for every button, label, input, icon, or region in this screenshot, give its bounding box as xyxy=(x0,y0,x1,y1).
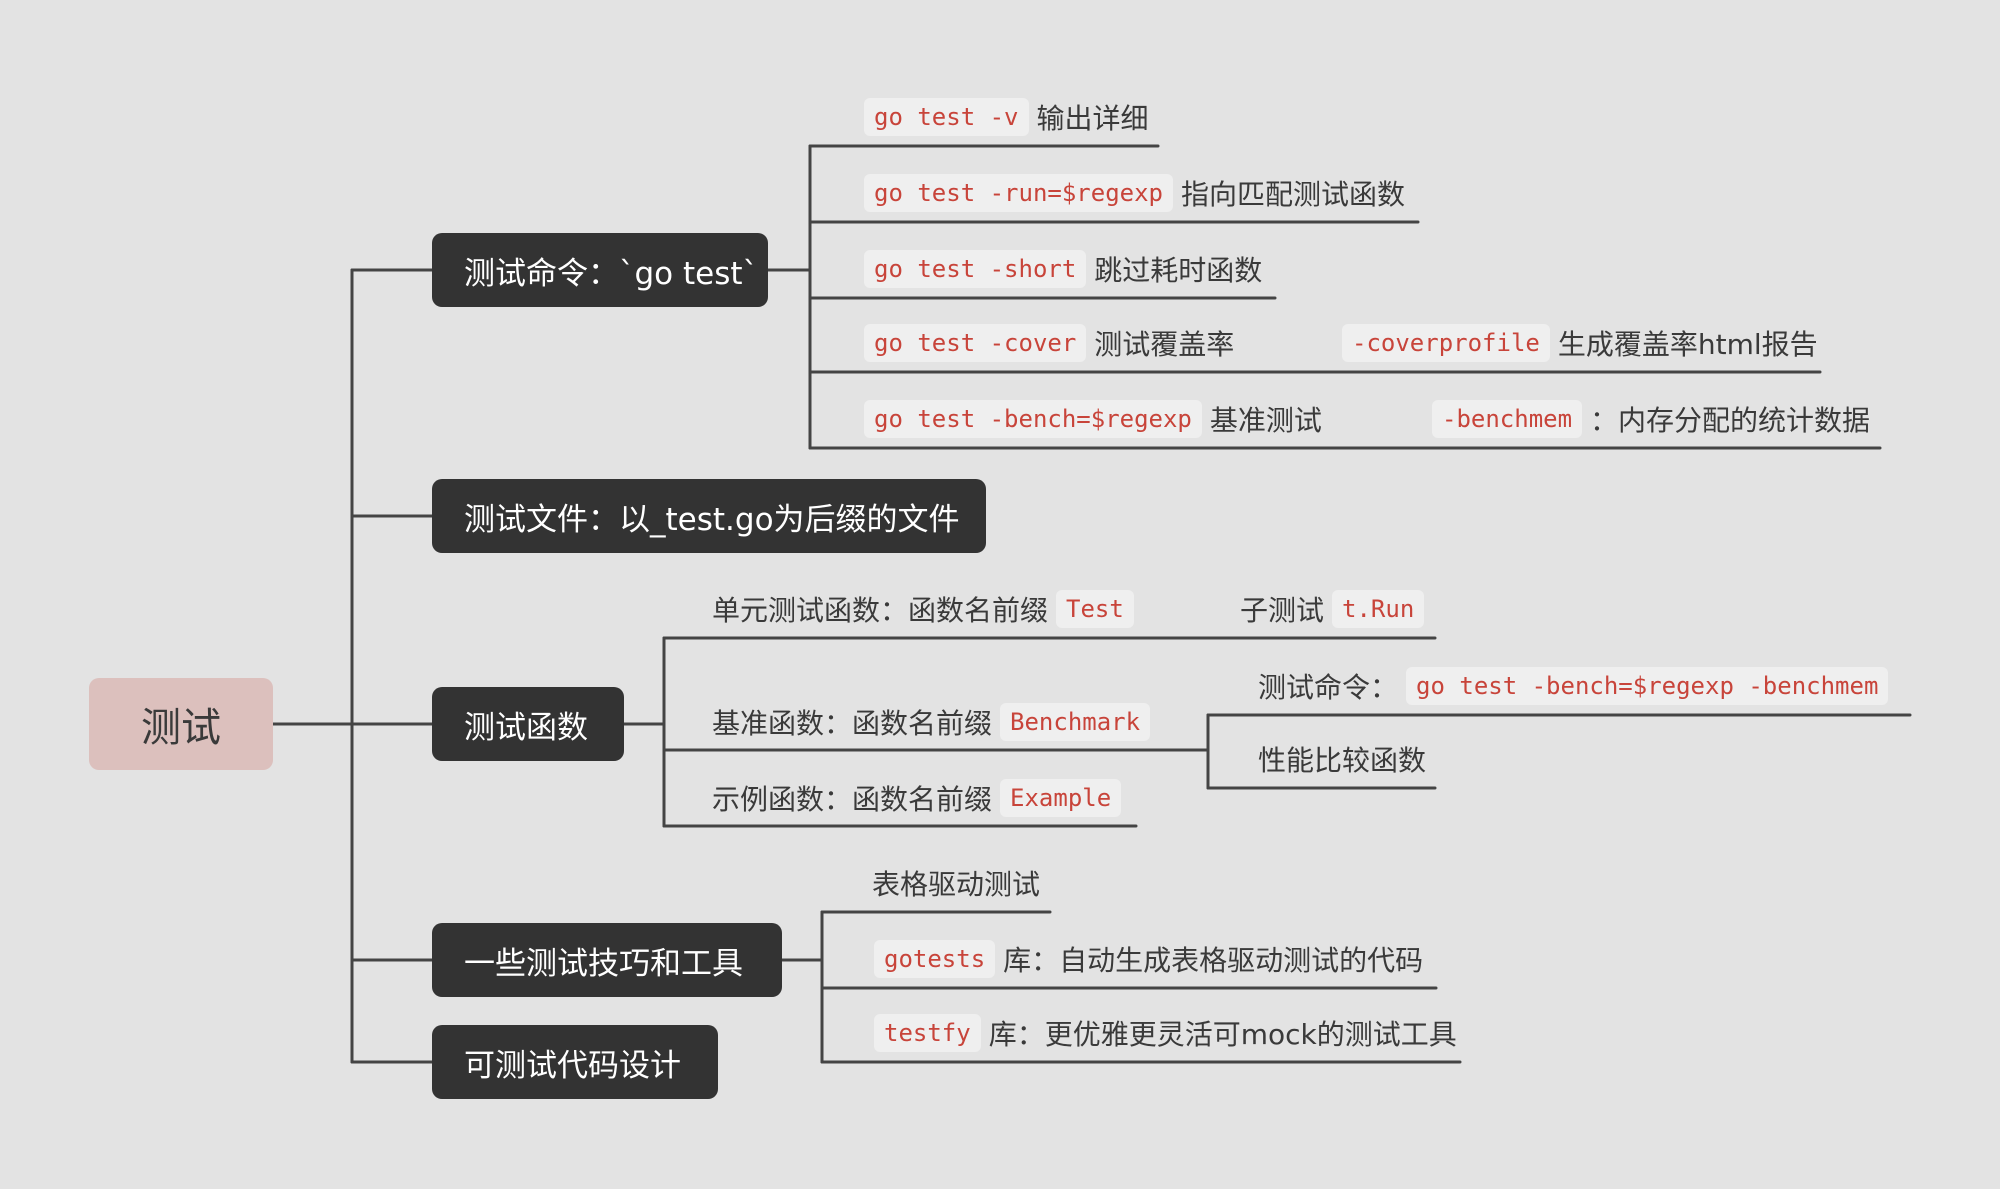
code-snippet: Example xyxy=(1000,779,1122,817)
leaf-benchmark-func[interactable]: 基准函数：函数名前缀 Benchmark xyxy=(712,700,1158,744)
leaf-text: 测试命令： xyxy=(1258,671,1399,704)
leaf-gotests[interactable]: gotests 库：自动生成表格驱动测试的代码 xyxy=(874,937,1423,981)
leaf-benchmem[interactable]: -benchmem ：内存分配的统计数据 xyxy=(1432,397,1870,441)
leaf-table-driven[interactable]: 表格驱动测试 xyxy=(872,861,1040,905)
leaf-text: 示例函数：函数名前缀 xyxy=(712,783,993,816)
leaf-text: 生成覆盖率html报告 xyxy=(1557,328,1818,361)
code-snippet: Benchmark xyxy=(1000,703,1151,741)
code-snippet: t.Run xyxy=(1332,590,1425,628)
code-snippet: testfy xyxy=(874,1014,981,1052)
code-snippet: gotests xyxy=(874,940,996,978)
leaf-text: 基准函数：函数名前缀 xyxy=(712,707,993,740)
leaf-go-test-run[interactable]: go test -run=$regexp 指向匹配测试函数 xyxy=(864,171,1405,215)
leaf-text: 测试覆盖率 xyxy=(1094,328,1235,361)
code-snippet: go test -bench=$regexp xyxy=(864,400,1202,438)
leaf-example-func[interactable]: 示例函数：函数名前缀 Example xyxy=(712,776,1129,820)
code-snippet: -coverprofile xyxy=(1342,324,1550,362)
branch-label: 可测试代码设计 xyxy=(464,1047,681,1084)
branch-test-command[interactable]: 测试命令：`go test` xyxy=(432,233,768,307)
leaf-coverprofile[interactable]: -coverprofile 生成覆盖率html报告 xyxy=(1342,321,1818,365)
leaf-go-test-bench[interactable]: go test -bench=$regexp 基准测试 xyxy=(864,397,1322,441)
leaf-text: 库：自动生成表格驱动测试的代码 xyxy=(1003,944,1424,977)
root-node[interactable]: 测试 xyxy=(89,678,273,770)
leaf-text: ：内存分配的统计数据 xyxy=(1590,404,1871,437)
branch-label: 测试命令：`go test` xyxy=(464,255,759,292)
leaf-text: 库：更优雅更灵活可mock的测试工具 xyxy=(988,1018,1457,1051)
leaf-unit-test[interactable]: 单元测试函数：函数名前缀 Test xyxy=(712,587,1142,631)
branch-label: 测试文件：以_test.go为后缀的文件 xyxy=(464,501,960,538)
leaf-bench-command[interactable]: 测试命令： go test -bench=$regexp -benchmem xyxy=(1258,664,1896,708)
code-snippet: go test -v xyxy=(864,98,1029,136)
code-snippet: Test xyxy=(1056,590,1134,628)
leaf-text: 表格驱动测试 xyxy=(872,868,1041,901)
leaf-go-test-short[interactable]: go test -short 跳过耗时函数 xyxy=(864,247,1262,291)
branch-label: 测试函数 xyxy=(464,709,588,746)
leaf-text: 性能比较函数 xyxy=(1258,744,1427,777)
leaf-text: 单元测试函数：函数名前缀 xyxy=(712,594,1049,627)
code-snippet: -benchmem xyxy=(1432,400,1583,438)
leaf-text: 指向匹配测试函数 xyxy=(1180,178,1405,211)
root-label: 测试 xyxy=(141,705,221,751)
code-snippet: go test -cover xyxy=(864,324,1087,362)
leaf-text: 基准测试 xyxy=(1209,404,1322,437)
branch-label: 一些测试技巧和工具 xyxy=(464,945,743,982)
branch-test-tips-tools[interactable]: 一些测试技巧和工具 xyxy=(432,923,782,997)
leaf-testfy[interactable]: testfy 库：更优雅更灵活可mock的测试工具 xyxy=(874,1011,1457,1055)
branch-testable-design[interactable]: 可测试代码设计 xyxy=(432,1025,718,1099)
leaf-text: 跳过耗时函数 xyxy=(1094,254,1263,287)
code-snippet: go test -short xyxy=(864,250,1087,288)
leaf-subtest[interactable]: 子测试 t.Run xyxy=(1240,587,1432,631)
leaf-go-test-v[interactable]: go test -v 输出详细 xyxy=(864,95,1149,139)
branch-test-file[interactable]: 测试文件：以_test.go为后缀的文件 xyxy=(432,479,986,553)
leaf-text: 子测试 xyxy=(1240,594,1325,627)
leaf-go-test-cover[interactable]: go test -cover 测试覆盖率 xyxy=(864,321,1234,365)
leaf-perf-compare[interactable]: 性能比较函数 xyxy=(1258,737,1426,781)
branch-test-function[interactable]: 测试函数 xyxy=(432,687,624,761)
code-snippet: go test -run=$regexp xyxy=(864,174,1173,212)
leaf-text: 输出详细 xyxy=(1036,102,1149,135)
code-snippet: go test -bench=$regexp -benchmem xyxy=(1406,667,1889,705)
